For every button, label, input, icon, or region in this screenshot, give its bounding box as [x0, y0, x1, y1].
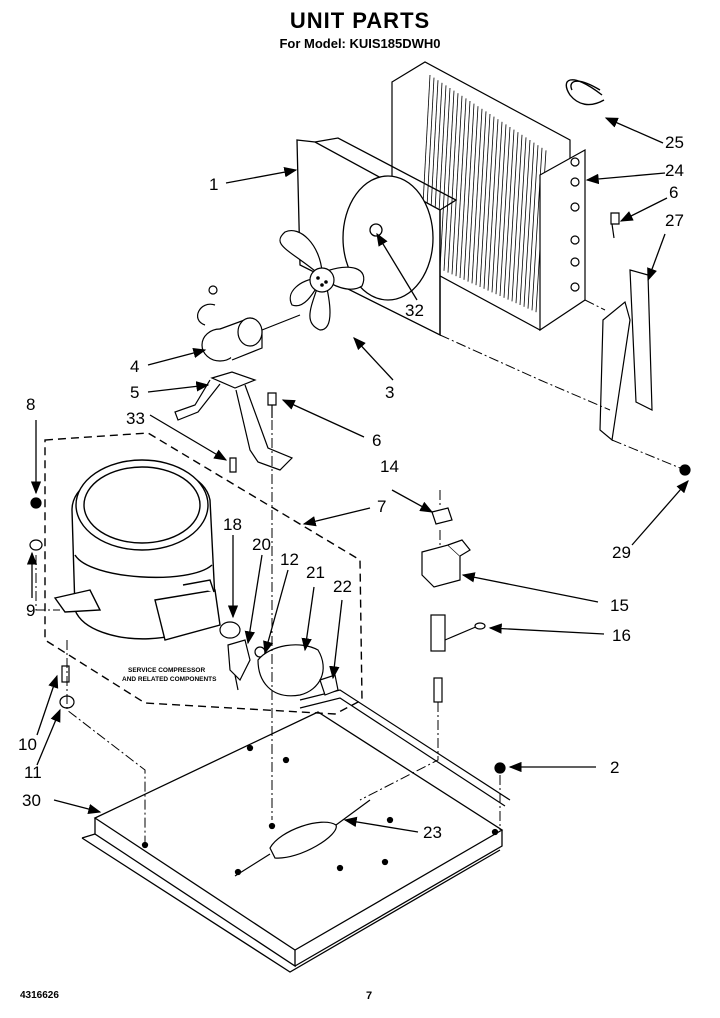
callout-1: 1 [209, 175, 218, 194]
condenser-fin [515, 137, 527, 304]
condenser-fin [455, 98, 467, 277]
condenser-fin [475, 111, 487, 286]
callout-10: 10 [18, 735, 37, 754]
callout-16: 16 [612, 626, 631, 645]
document-number: 4316626 [20, 990, 59, 1001]
callout-6-condenser-screw: 6 [669, 183, 678, 202]
fan-motor [197, 285, 301, 362]
base-rails [299, 689, 511, 807]
condenser-fin [499, 126, 511, 297]
callout-6-bracket-screw: 6 [372, 431, 381, 450]
callout-arrows [26, 117, 689, 833]
callout-7: 7 [377, 497, 386, 516]
callout-29: 29 [612, 543, 631, 562]
callout-20: 20 [252, 535, 271, 554]
condenser-fin [503, 129, 515, 298]
panel-part-27 [599, 269, 653, 442]
condenser-fin [443, 90, 455, 271]
service-note-line2: AND RELATED COMPONENTS [122, 676, 217, 683]
assembly-leader-lines [35, 299, 686, 845]
callout-3: 3 [385, 383, 394, 402]
condenser-fin [459, 100, 471, 279]
callout-5: 5 [130, 383, 139, 402]
condenser-fin [495, 124, 507, 295]
callout-30: 30 [22, 791, 41, 810]
condenser-fin [451, 95, 463, 275]
filter-drier [234, 799, 371, 877]
condenser-fin [523, 142, 535, 307]
compressor-electrical-parts [219, 621, 339, 697]
screws [30, 212, 691, 774]
condenser-fin [491, 121, 503, 293]
callout-8: 8 [26, 395, 35, 414]
tube-part-25 [565, 79, 605, 106]
page-number: 7 [366, 990, 373, 1002]
condenser-fin [511, 134, 523, 302]
condenser-fin [527, 145, 539, 309]
callout-33: 33 [126, 409, 145, 428]
callout-25: 25 [665, 133, 684, 152]
service-note-line1: SERVICE COMPRESSOR [128, 667, 205, 674]
compressor [53, 459, 221, 641]
condenser-fin [519, 139, 531, 306]
callout-9: 9 [26, 601, 35, 620]
callout-12: 12 [280, 550, 299, 569]
callout-21: 21 [306, 563, 325, 582]
condenser-fin [447, 93, 459, 273]
valve-assembly [421, 507, 486, 703]
callout-4: 4 [130, 357, 139, 376]
fan-shroud [296, 137, 458, 337]
condenser-fin [439, 87, 451, 270]
condenser-fin [479, 113, 491, 288]
compressor-assembly-outline [44, 432, 363, 715]
condenser-fin [471, 108, 483, 284]
callout-labels: 1 2 3 4 5 6 6 7 8 9 10 11 12 14 15 16 18… [18, 133, 684, 842]
callout-22: 22 [333, 577, 352, 596]
callout-15: 15 [610, 596, 629, 615]
callout-27: 27 [665, 211, 684, 230]
condenser-fin [483, 116, 495, 289]
condenser-fin [487, 119, 499, 291]
page-title: UNIT PARTS [289, 8, 431, 33]
fan-blade [279, 230, 365, 331]
callout-32: 32 [405, 301, 424, 320]
callout-23: 23 [423, 823, 442, 842]
callout-24: 24 [665, 161, 684, 180]
callout-2: 2 [610, 758, 619, 777]
model-subtitle: For Model: KUIS185DWH0 [279, 36, 441, 51]
callout-18: 18 [223, 515, 242, 534]
callout-14: 14 [380, 457, 399, 476]
condenser-fin [507, 132, 519, 300]
condenser-fin [467, 106, 479, 282]
condenser-fin [463, 103, 475, 280]
callout-11: 11 [24, 763, 42, 782]
